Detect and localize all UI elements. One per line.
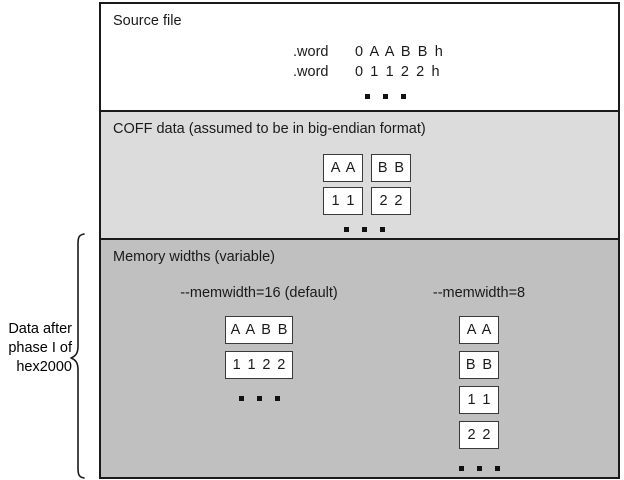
coff-ellipsis <box>344 222 385 236</box>
memory-byte-cell: 2 2 <box>459 421 499 449</box>
source-value: 0 A A B B h <box>355 44 445 60</box>
coff-byte-cell: 1 1 <box>323 187 363 215</box>
source-directive: .word <box>293 44 329 60</box>
memory-byte-cell: B B <box>459 351 499 379</box>
memwidth-8-column: --memwidth=8 A A B B 1 1 2 2 <box>389 285 569 475</box>
source-code-listing: .word 0 A A B B h .word 0 1 1 2 2 h <box>293 42 444 103</box>
coff-byte-cell: A A <box>323 154 363 182</box>
source-line: .word 0 1 1 2 2 h <box>293 62 444 82</box>
memwidth-16-heading: --memwidth=16 (default) <box>180 285 338 301</box>
source-directive: .word <box>293 64 329 80</box>
coff-byte-cell: 2 2 <box>371 187 411 215</box>
memory-word-cell: A A B B <box>225 316 293 344</box>
annotation-line-3: hex2000 <box>16 359 72 375</box>
memory-word-cell: 1 1 2 2 <box>225 351 293 379</box>
annotation-line-2: phase I of <box>8 340 72 356</box>
annotation-line-1: Data after <box>8 321 72 337</box>
panel-source-file: Source file .word 0 A A B B h .word 0 1 1 … <box>101 4 618 110</box>
memwidth-16-cells: A A B B 1 1 2 2 <box>225 316 293 379</box>
memwidth-16-column: --memwidth=16 (default) A A B B 1 1 2 2 <box>159 285 359 405</box>
memwidth-8-ellipsis <box>458 461 500 475</box>
coff-byte-row: 1 1 2 2 <box>323 187 411 215</box>
panel-stack: Source file .word 0 A A B B h .word 0 1 1 … <box>99 2 620 479</box>
coff-byte-cell: B B <box>371 154 411 182</box>
curly-brace-icon <box>70 233 85 479</box>
phase-annotation-label: Data after phase I of hex2000 <box>0 320 72 377</box>
memwidth-16-ellipsis <box>238 391 280 405</box>
memory-byte-cell: 1 1 <box>459 386 499 414</box>
panel-coff-title: COFF data (assumed to be in big-endian f… <box>113 121 426 137</box>
memory-byte-cell: A A <box>459 316 499 344</box>
source-ellipsis <box>327 89 444 103</box>
source-line: .word 0 A A B B h <box>293 42 444 62</box>
memwidth-8-cells: A A B B 1 1 2 2 <box>459 316 499 449</box>
memwidth-8-heading: --memwidth=8 <box>432 285 526 301</box>
coff-byte-grid: A A B B 1 1 2 2 <box>323 154 411 215</box>
panel-source-title: Source file <box>113 13 182 29</box>
source-value: 0 1 1 2 2 h <box>355 64 442 80</box>
panel-coff-data: COFF data (assumed to be in big-endian f… <box>101 110 618 238</box>
panel-memory-title: Memory widths (variable) <box>113 249 275 265</box>
panel-memory-widths: Memory widths (variable) --memwidth=16 (… <box>101 238 618 477</box>
coff-byte-row: A A B B <box>323 154 411 182</box>
